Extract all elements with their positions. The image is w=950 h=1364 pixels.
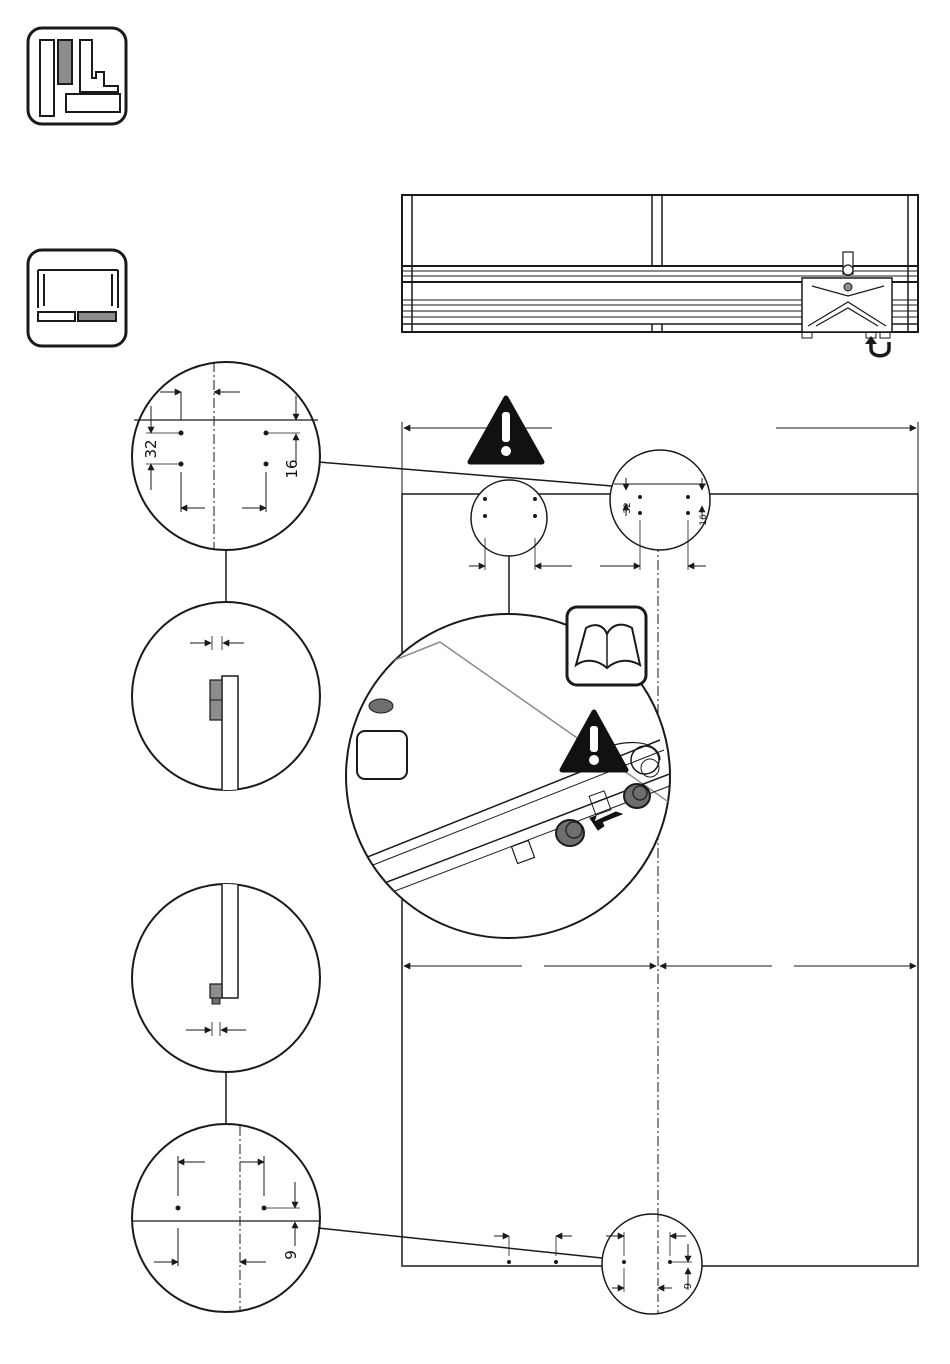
side-profile-top [132, 602, 320, 806]
dim-label-16: 16 [283, 459, 301, 478]
hole-detail-large-top [132, 362, 320, 550]
warning-triangle-icon [470, 398, 542, 462]
cabinet-front-icon [28, 250, 126, 346]
hole-detail-small-right [600, 450, 710, 570]
bottom-hole-markers [494, 1236, 572, 1264]
hole-detail-large-bottom [132, 1124, 320, 1312]
plug-count-box [357, 731, 407, 779]
dim-label-9-small: 9 [683, 1283, 694, 1289]
leader-line-bottom [318, 1228, 602, 1258]
hole-detail-small-bottom [602, 1214, 702, 1314]
open-book-icon [567, 607, 646, 685]
plug-sample [369, 699, 393, 713]
leader-line-top [318, 462, 612, 486]
plug-left [556, 820, 584, 846]
dim-label-9: 9 [282, 1250, 300, 1260]
dim-label-32-small: 32 [623, 502, 633, 513]
cabinet-top-view [402, 195, 918, 338]
plug-right [624, 784, 650, 808]
dim-label-32: 32 [142, 439, 160, 458]
dim-label-16-small: 16 [699, 514, 709, 526]
rotate-arrow-icon [865, 336, 889, 356]
rail-profile-icon [28, 28, 126, 124]
hole-detail-small-left [469, 480, 572, 614]
side-profile-bottom [132, 870, 320, 1072]
